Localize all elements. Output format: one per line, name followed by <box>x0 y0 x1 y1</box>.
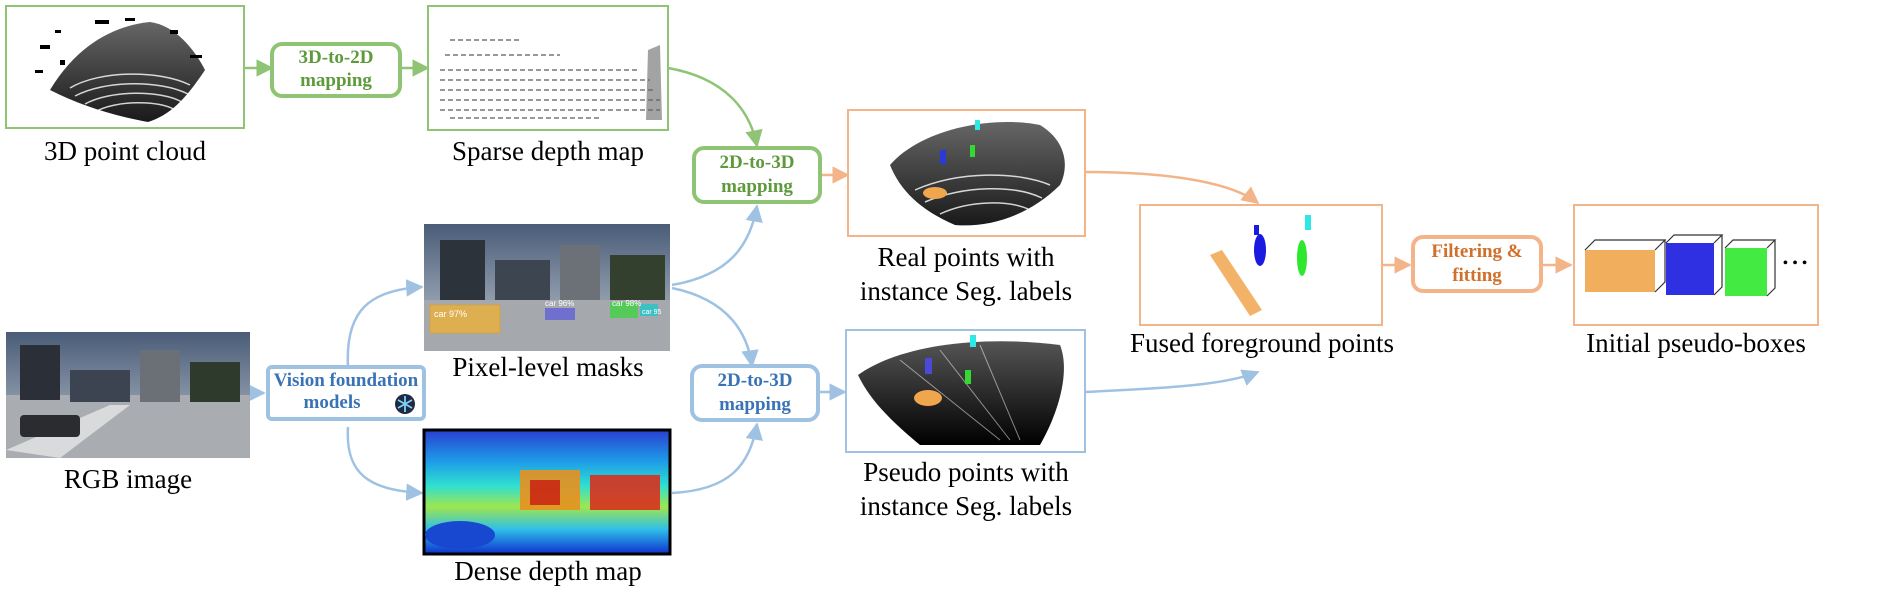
point-cloud-scan <box>50 22 205 122</box>
mask-label-car1: car 97% <box>434 309 467 319</box>
filtering-line2: fitting <box>1452 265 1502 286</box>
pseudo-box-green <box>1724 239 1777 297</box>
sparse-depth-caption: Sparse depth map <box>452 136 644 166</box>
map-2d-to-3d-pseudo-line1: 2D-to-3D <box>718 370 793 391</box>
map-2d-to-3d-real-line1: 2D-to-3D <box>720 152 795 173</box>
arrow-sparse-to-2d3d <box>667 66 763 148</box>
rgb-image-panel: RGB image <box>6 332 250 494</box>
mask-label-car3: car 98% <box>612 299 641 308</box>
arrow-masks-to-pseudo-2d3d <box>671 286 759 368</box>
arrow-realpoints-to-fused <box>1084 170 1260 205</box>
pseudo-box-orange <box>1584 239 1667 293</box>
initial-boxes-caption: Initial pseudo-boxes <box>1586 328 1806 358</box>
arrow-pseudopoints-to-fused <box>1084 369 1260 394</box>
pseudo-box-blue <box>1665 234 1724 296</box>
point-cloud-panel: 3D point cloud <box>5 5 245 166</box>
real-points-caption-1: Real points with <box>878 242 1055 272</box>
pseudo-points-panel: Pseudo points with instance Seg. labels <box>845 329 1086 521</box>
rgb-image-caption: RGB image <box>64 464 192 494</box>
fused-points-panel: Fused foreground points <box>1130 204 1394 358</box>
arrow-masks-to-real-2d3d <box>671 204 763 287</box>
fused-points-caption: Fused foreground points <box>1130 328 1394 358</box>
pixel-masks-panel: car 97% car 96% car 98% car 95 Pixel-lev… <box>424 224 670 382</box>
sparse-depth-panel: Sparse depth map <box>427 5 669 166</box>
arrow-depth-to-pseudo-2d3d <box>671 422 763 495</box>
vision-foundation-models-box: Vision foundation models <box>266 365 426 421</box>
pseudo-points-caption-2: instance Seg. labels <box>860 491 1072 521</box>
map-2d-to-3d-real-box: 2D-to-3D mapping <box>692 146 822 204</box>
mask-label-car2: car 96% <box>545 299 574 308</box>
real-points-panel: Real points with instance Seg. labels <box>847 109 1086 306</box>
map-2d-to-3d-pseudo-line2: mapping <box>719 394 791 415</box>
sparse-depth-frame <box>427 5 669 131</box>
map-3d-to-2d-line1: 3D-to-2D <box>299 47 374 68</box>
vfm-line1: Vision foundation <box>274 370 419 391</box>
map-2d-to-3d-pseudo-box: 2D-to-3D mapping <box>690 364 820 422</box>
arrow-vfm-to-masks <box>346 279 424 368</box>
mask-label-car4: car 95 <box>642 309 662 316</box>
dense-depth-panel: Dense depth map <box>422 428 672 586</box>
pseudo-points-caption-1: Pseudo points with <box>863 457 1069 487</box>
map-3d-to-2d-box: 3D-to-2D mapping <box>270 42 402 98</box>
map-2d-to-3d-real-line2: mapping <box>721 176 793 197</box>
filtering-line1: Filtering & <box>1431 241 1522 262</box>
point-cloud-caption: 3D point cloud <box>44 136 206 166</box>
boxes-ellipsis: • • • <box>1783 255 1808 272</box>
filtering-fitting-box: Filtering & fitting <box>1411 235 1543 293</box>
map-3d-to-2d-line2: mapping <box>300 70 372 91</box>
snowflake-icon <box>395 394 415 414</box>
arrows <box>244 59 1573 501</box>
dense-depth-caption: Dense depth map <box>454 556 641 586</box>
real-points-caption-2: instance Seg. labels <box>860 276 1072 306</box>
initial-boxes-panel: • • • Initial pseudo-boxes <box>1573 204 1819 358</box>
arrow-vfm-to-depth <box>346 426 424 501</box>
pixel-masks-caption: Pixel-level masks <box>452 352 643 382</box>
vfm-line2: models <box>304 392 361 413</box>
